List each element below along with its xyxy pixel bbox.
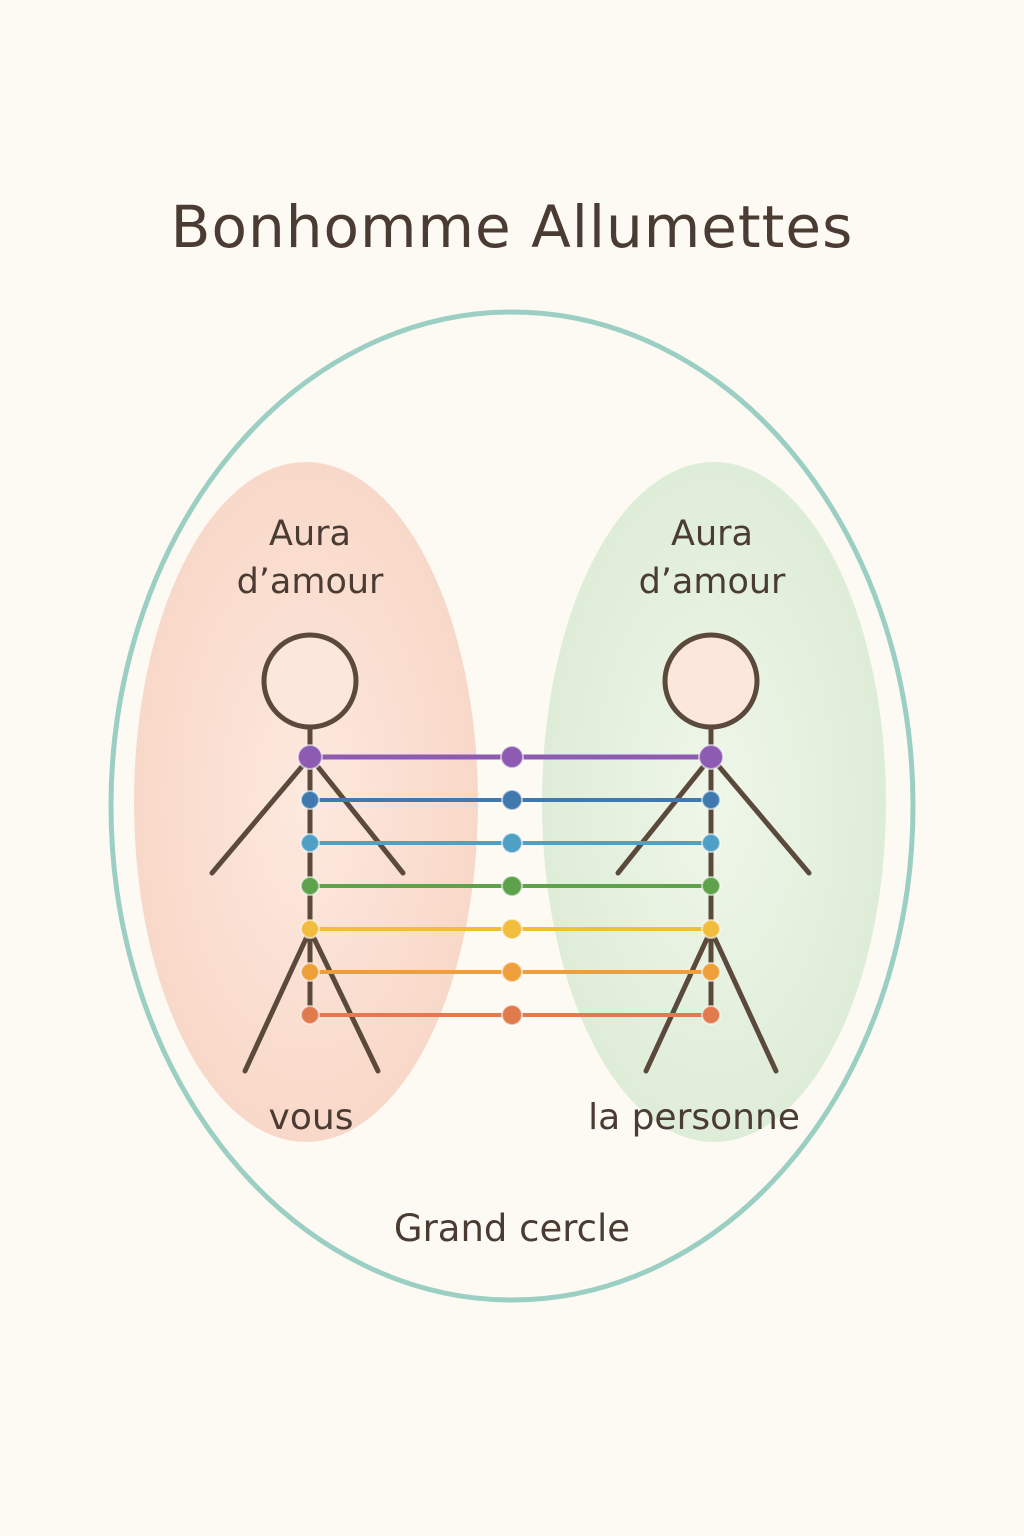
left-aura-label-line1: Aura: [269, 514, 351, 554]
left-head: [261, 632, 359, 730]
left-person-label: vous: [269, 1097, 354, 1138]
right-aura-label-line2: d’amour: [639, 562, 786, 602]
grand-cercle-label: Grand cercle: [394, 1207, 630, 1250]
right-arm-left: [615, 754, 714, 876]
cord-node-rouge-right: [701, 1005, 721, 1025]
cord-node-rouge-center: [501, 1004, 523, 1026]
left-aura-label-line2: d’amour: [237, 562, 384, 602]
cord-node-vert-left: [300, 876, 320, 896]
right-person-label: la personne: [588, 1097, 800, 1138]
cord-node-bleu-left: [300, 833, 320, 853]
left-leg-right: [307, 927, 381, 1074]
grand-cercle-ellipse: [108, 309, 916, 1303]
cord-node-indigo-center: [501, 789, 523, 811]
cord-node-violet-left: [297, 744, 323, 770]
cord-node-orange-center: [501, 961, 523, 983]
left-arm-left: [209, 754, 313, 876]
cord-node-orange-left: [300, 962, 320, 982]
cord-node-orange-right: [701, 962, 721, 982]
chakra-cords: [297, 744, 724, 1026]
left-stick-figure: [209, 632, 406, 1074]
cord-node-vert-right: [701, 876, 721, 896]
right-leg-left: [643, 927, 714, 1074]
right-head: [662, 632, 760, 730]
cord-node-jaune-left: [300, 919, 320, 939]
cord-node-bleu-right: [701, 833, 721, 853]
cord-node-jaune-center: [501, 918, 523, 940]
cord-node-violet-center: [500, 745, 524, 769]
cord-node-violet-right: [698, 744, 724, 770]
cord-node-vert-center: [501, 875, 523, 897]
cord-node-indigo-right: [701, 790, 721, 810]
right-leg-right: [708, 927, 779, 1074]
cord-node-rouge-left: [300, 1005, 320, 1025]
cord-node-bleu-center: [501, 832, 523, 854]
cord-node-jaune-right: [701, 919, 721, 939]
left-arm-right: [307, 754, 406, 876]
right-arm-right: [708, 754, 812, 876]
left-leg-left: [242, 927, 313, 1074]
diagram-title: Bonhomme Allumettes: [171, 193, 854, 261]
right-aura-label-line1: Aura: [671, 514, 753, 554]
cord-node-indigo-left: [300, 790, 320, 810]
